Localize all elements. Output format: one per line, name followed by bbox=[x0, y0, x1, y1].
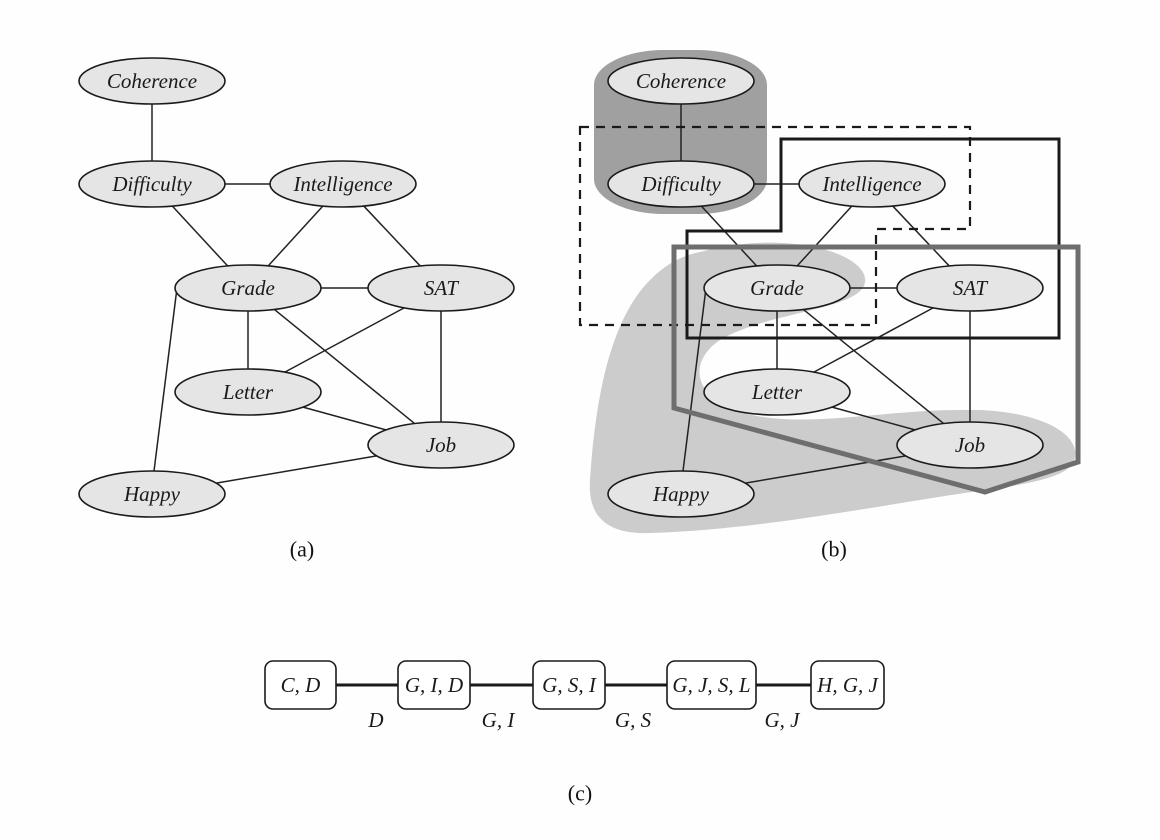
node-ellipse bbox=[174, 264, 322, 312]
node-label: Coherence bbox=[636, 69, 726, 93]
node-label: Job bbox=[955, 433, 985, 457]
clique-box bbox=[532, 660, 606, 710]
sepset-label: G, S bbox=[615, 708, 652, 732]
edge-intelligence-sat bbox=[363, 205, 421, 267]
node-label: Intelligence bbox=[292, 172, 392, 196]
sepset-label: G, J bbox=[765, 708, 802, 732]
node-ellipse bbox=[78, 470, 226, 518]
clique-tree: D G, I G, S G, J C, D G, I, D G, S, I G, J, S, … bbox=[264, 660, 885, 732]
sepset-label: D bbox=[367, 708, 383, 732]
clique-outline-gsi bbox=[685, 137, 1061, 340]
caption-c: (c) bbox=[568, 781, 592, 806]
edge-sat-letter bbox=[284, 307, 405, 373]
node-intelligence[interactable]: Intelligence bbox=[798, 160, 946, 208]
edge-job-happy bbox=[745, 455, 906, 484]
node-label: Grade bbox=[221, 276, 275, 300]
edge-letter-job bbox=[302, 406, 387, 431]
clique-box bbox=[810, 660, 885, 710]
clique-node[interactable]: C, D bbox=[264, 660, 337, 710]
graph-a-edges bbox=[151, 104, 442, 484]
edge-intelligence-sat bbox=[892, 205, 950, 267]
clique-box bbox=[666, 660, 757, 710]
node-label: Letter bbox=[222, 380, 274, 404]
node-label: Difficulty bbox=[640, 172, 721, 196]
edge-intelligence-grade bbox=[267, 205, 324, 267]
node-difficulty[interactable]: Difficulty bbox=[78, 160, 226, 208]
node-label: Happy bbox=[123, 482, 181, 506]
node-job[interactable]: Job bbox=[896, 421, 1044, 469]
clique-label: G, S, I bbox=[542, 673, 597, 697]
node-ellipse bbox=[703, 264, 851, 312]
node-ellipse bbox=[367, 264, 515, 312]
edge-difficulty-grade bbox=[700, 205, 758, 267]
clique-outline-gjsl bbox=[671, 244, 1081, 495]
node-sat[interactable]: SAT bbox=[896, 264, 1044, 312]
clique-node[interactable]: H, G, J bbox=[810, 660, 885, 710]
edge-intelligence-grade bbox=[796, 205, 853, 267]
node-ellipse bbox=[367, 421, 515, 469]
node-job[interactable]: Job bbox=[367, 421, 515, 469]
node-letter[interactable]: Letter bbox=[703, 368, 851, 416]
node-ellipse bbox=[896, 264, 1044, 312]
node-grade[interactable]: Grade bbox=[703, 264, 851, 312]
clique-node[interactable]: G, I, D bbox=[397, 660, 471, 710]
node-label: Coherence bbox=[107, 69, 197, 93]
edge-grade-job bbox=[273, 308, 416, 425]
edge-grade-job bbox=[802, 308, 945, 425]
caption-b: (b) bbox=[821, 537, 847, 562]
node-coherence[interactable]: Coherence bbox=[78, 57, 226, 105]
node-letter[interactable]: Letter bbox=[174, 368, 322, 416]
node-ellipse bbox=[798, 160, 946, 208]
edge-sat-letter bbox=[813, 307, 934, 373]
node-ellipse bbox=[607, 470, 755, 518]
edge-grade-happy bbox=[682, 287, 707, 472]
clique-outline-gid bbox=[578, 125, 972, 327]
node-happy[interactable]: Happy bbox=[607, 470, 755, 518]
clique-label: H, G, J bbox=[816, 673, 879, 697]
clique-label: G, I, D bbox=[405, 673, 463, 697]
node-ellipse bbox=[896, 421, 1044, 469]
node-difficulty[interactable]: Difficulty bbox=[607, 160, 755, 208]
node-label: Intelligence bbox=[821, 172, 921, 196]
clique-box bbox=[397, 660, 471, 710]
node-happy[interactable]: Happy bbox=[78, 470, 226, 518]
edge-grade-happy bbox=[153, 287, 178, 472]
node-ellipse bbox=[174, 368, 322, 416]
node-coherence[interactable]: Coherence bbox=[607, 57, 755, 105]
node-label: SAT bbox=[953, 276, 989, 300]
sepset-label: G, I bbox=[482, 708, 516, 732]
edge-difficulty-grade bbox=[171, 205, 229, 267]
node-label: Difficulty bbox=[111, 172, 192, 196]
graph-b-edges bbox=[680, 104, 971, 484]
node-label: Grade bbox=[750, 276, 804, 300]
node-label: Happy bbox=[652, 482, 710, 506]
panel-b-outlines bbox=[578, 125, 1081, 495]
clique-node[interactable]: G, S, I bbox=[532, 660, 606, 710]
clique-label: G, J, S, L bbox=[672, 673, 750, 697]
node-sat[interactable]: SAT bbox=[367, 264, 515, 312]
node-ellipse bbox=[607, 57, 755, 105]
node-ellipse bbox=[78, 57, 226, 105]
edge-job-happy bbox=[216, 455, 377, 484]
node-ellipse bbox=[607, 160, 755, 208]
node-ellipse bbox=[703, 368, 851, 416]
node-grade[interactable]: Grade bbox=[174, 264, 322, 312]
clique-box bbox=[264, 660, 337, 710]
clique-label: C, D bbox=[281, 673, 321, 697]
node-intelligence[interactable]: Intelligence bbox=[269, 160, 417, 208]
node-label: Job bbox=[426, 433, 456, 457]
node-label: SAT bbox=[424, 276, 460, 300]
node-ellipse bbox=[78, 160, 226, 208]
clique-node[interactable]: G, J, S, L bbox=[666, 660, 757, 710]
edge-letter-job bbox=[831, 406, 916, 431]
caption-a: (a) bbox=[290, 537, 314, 562]
node-label: Letter bbox=[751, 380, 803, 404]
node-ellipse bbox=[269, 160, 417, 208]
